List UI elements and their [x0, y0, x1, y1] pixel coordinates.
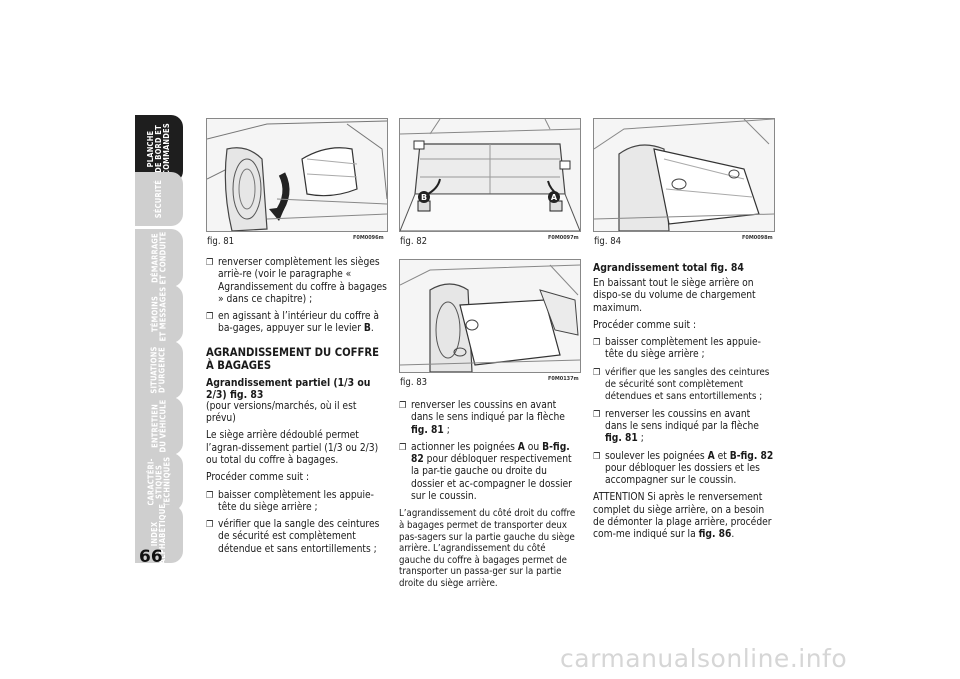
bullet-item: en agissant à l’intérieur du coffre à ba…: [206, 311, 387, 336]
note-text: .: [731, 529, 735, 541]
attention-note: ATTENTION Si après le renversement compl…: [593, 492, 774, 541]
figure-83-code: F0M0137m: [548, 376, 579, 382]
key-label: A: [517, 441, 525, 453]
tab-demarrage[interactable]: DÉMARRAGE ET CONDUITE: [135, 229, 183, 287]
bullet-item: vérifier que les sangles des ceintures d…: [593, 367, 774, 404]
bullet-item: renverser les coussins en avant dans le …: [399, 400, 580, 437]
figure-82-label-b: B: [421, 193, 427, 202]
figure-reference: fig. 81: [605, 433, 638, 445]
bullet-item: soulever les poignées A et B-fig. 82 pou…: [593, 451, 774, 488]
bullet-text: vérifier que les sangles des ceintures d…: [605, 366, 770, 403]
tab-label: SITUATIONS D’URGENCE: [150, 346, 167, 394]
bullet-text: ou: [524, 441, 543, 453]
bullet-text: renverser complètement les sièges arriè-…: [218, 257, 387, 305]
figure-81-code: F0M0096m: [353, 235, 384, 241]
figure-84-illustration: [593, 118, 775, 232]
figure-82-illustration: B A: [399, 118, 581, 232]
bullet-text: ;: [637, 433, 644, 445]
tab-label: SÉCURITÉ: [153, 179, 163, 219]
bullet-item: renverser complètement les sièges arriè-…: [206, 257, 387, 306]
watermark: carmanualsonline.info: [560, 644, 848, 673]
tab-temoins[interactable]: TÉMOINS ET MESSAGES: [135, 285, 183, 343]
paragraph: L’agrandissement du côté droit du coffre…: [399, 508, 576, 589]
figure-reference: fig. 86: [698, 529, 732, 541]
sub-heading: Agrandissement partiel (1/3 ou 2/3) fig.…: [206, 376, 371, 401]
page-number: 66: [139, 547, 163, 567]
figure-reference: fig. 81: [411, 424, 444, 436]
figure-82-code: F0M0097m: [548, 235, 579, 241]
figure-82-label-a: A: [551, 193, 558, 202]
key-label: B: [363, 323, 371, 335]
tab-label: ENTRETIEN DU VÉHICULE: [150, 399, 167, 453]
figure-82-caption: fig. 82: [400, 236, 428, 247]
figure-83-illustration: [399, 259, 581, 373]
figure-81-caption: fig. 81: [207, 236, 235, 247]
bullet-item: actionner les poignées A ou B-fig. 82 po…: [399, 442, 580, 503]
key-label: A: [707, 450, 715, 462]
figure-84-code: F0M0098m: [742, 235, 773, 241]
bullet-text: et: [714, 450, 730, 462]
paragraph: Le siège arrière dédoublé permet l’agran…: [206, 430, 379, 466]
tab-label: DÉMARRAGE ET CONDUITE: [150, 231, 167, 285]
paragraph: Procéder comme suit :: [206, 472, 310, 484]
bullet-text: .: [370, 323, 374, 335]
text-column-3: Agrandissement total fig. 84 En baissant…: [593, 262, 774, 547]
bullet-text: en agissant à l’intérieur du coffre à ba…: [218, 311, 380, 335]
figure-81-illustration: [206, 118, 388, 232]
bullet-item: vérifier que la sangle des ceintures de …: [206, 519, 387, 556]
bullet-text: renverser les coussins en avant dans le …: [605, 408, 759, 432]
bullet-text: actionner les poignées: [411, 441, 518, 453]
bullet-item: renverser les coussins en avant dans le …: [593, 409, 774, 446]
paragraph: En baissant tout le siège arrière on dis…: [593, 278, 756, 314]
tab-situations-urgence[interactable]: SITUATIONS D’URGENCE: [135, 341, 183, 399]
tab-planche-de-bord[interactable]: PLANCHE DE BORD ET COMMANDES: [135, 115, 183, 183]
bullet-text: baisser complètement les appuie-tête du …: [218, 489, 374, 513]
bullet-text: ;: [443, 424, 450, 436]
figure-84-caption: fig. 84: [594, 236, 622, 247]
bullet-text: renverser les coussins en avant dans le …: [411, 400, 565, 424]
text-column-2: renverser les coussins en avant dans le …: [399, 400, 580, 595]
tab-label: CARACTÉRI- STIQUES TECHNIQUES: [146, 456, 171, 508]
note-text: ATTENTION Si après le renversement compl…: [593, 492, 772, 541]
bullet-item: baisser complètement les appuie-tête du …: [206, 490, 387, 515]
bullet-text: vérifier que la sangle des ceintures de …: [218, 519, 380, 555]
bullet-text: pour débloquer respectivement la par-tie…: [411, 454, 572, 503]
tab-securite[interactable]: SÉCURITÉ: [135, 172, 183, 226]
tab-entretien[interactable]: ENTRETIEN DU VÉHICULE: [135, 397, 183, 455]
bullet-text: soulever les poignées: [605, 450, 708, 462]
bullet-text: baisser complètement les appuie-tête du …: [605, 337, 761, 361]
figure-reference: B-fig. 82: [411, 441, 570, 466]
figure-reference: B-fig. 82: [729, 450, 774, 462]
paragraph: Procéder comme suit :: [593, 319, 697, 331]
section-heading: Agrandissement total fig. 84: [593, 262, 744, 274]
tab-caracteristiques[interactable]: CARACTÉRI- STIQUES TECHNIQUES: [135, 453, 183, 511]
bullet-text: pour débloquer les dossiers et les accom…: [605, 462, 760, 487]
tab-label: TÉMOINS ET MESSAGES: [150, 286, 168, 342]
tab-label: PLANCHE DE BORD ET COMMANDES: [146, 123, 171, 175]
section-heading: AGRANDISSEMENT DU COFFRE À BAGAGES: [206, 345, 380, 372]
sub-note: (pour versions/marchés, où il est prévu): [206, 400, 357, 425]
figure-83-caption: fig. 83: [400, 377, 428, 388]
tab-index[interactable]: INDEX ALPHABÉTIQUE: [135, 504, 183, 564]
text-column-1: renverser complètement les sièges arriè-…: [206, 257, 387, 561]
bullet-item: baisser complètement les appuie-tête du …: [593, 337, 774, 362]
